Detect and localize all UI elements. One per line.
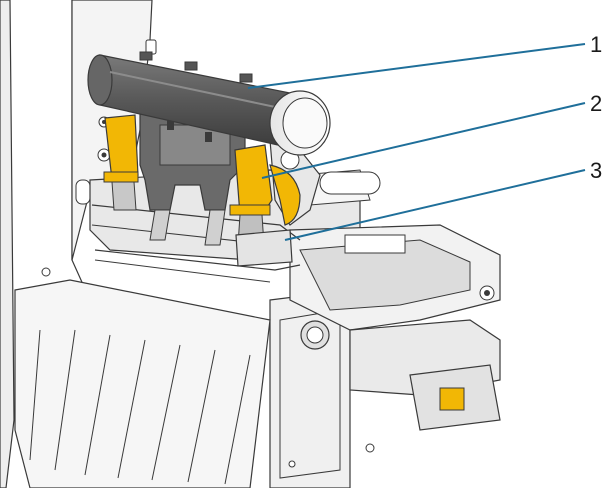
- lower-roller: [235, 229, 293, 267]
- leader-line-3: [284, 169, 586, 241]
- leader-line-1: [247, 43, 586, 89]
- callout-leader-lines: [247, 43, 586, 241]
- spindle-end-cap: [269, 90, 331, 156]
- callout-3: 3: [590, 158, 602, 183]
- yellow-lever-left: [103, 114, 139, 211]
- ribbon-spindle: [87, 51, 301, 151]
- leader-line-2: [261, 102, 586, 179]
- tear-off-bar: [14, 279, 271, 488]
- callout-2: 2: [590, 91, 602, 116]
- callout-labels: 1 2 3: [590, 32, 602, 183]
- callout-1: 1: [590, 32, 602, 57]
- printhead-assembly: [289, 169, 501, 431]
